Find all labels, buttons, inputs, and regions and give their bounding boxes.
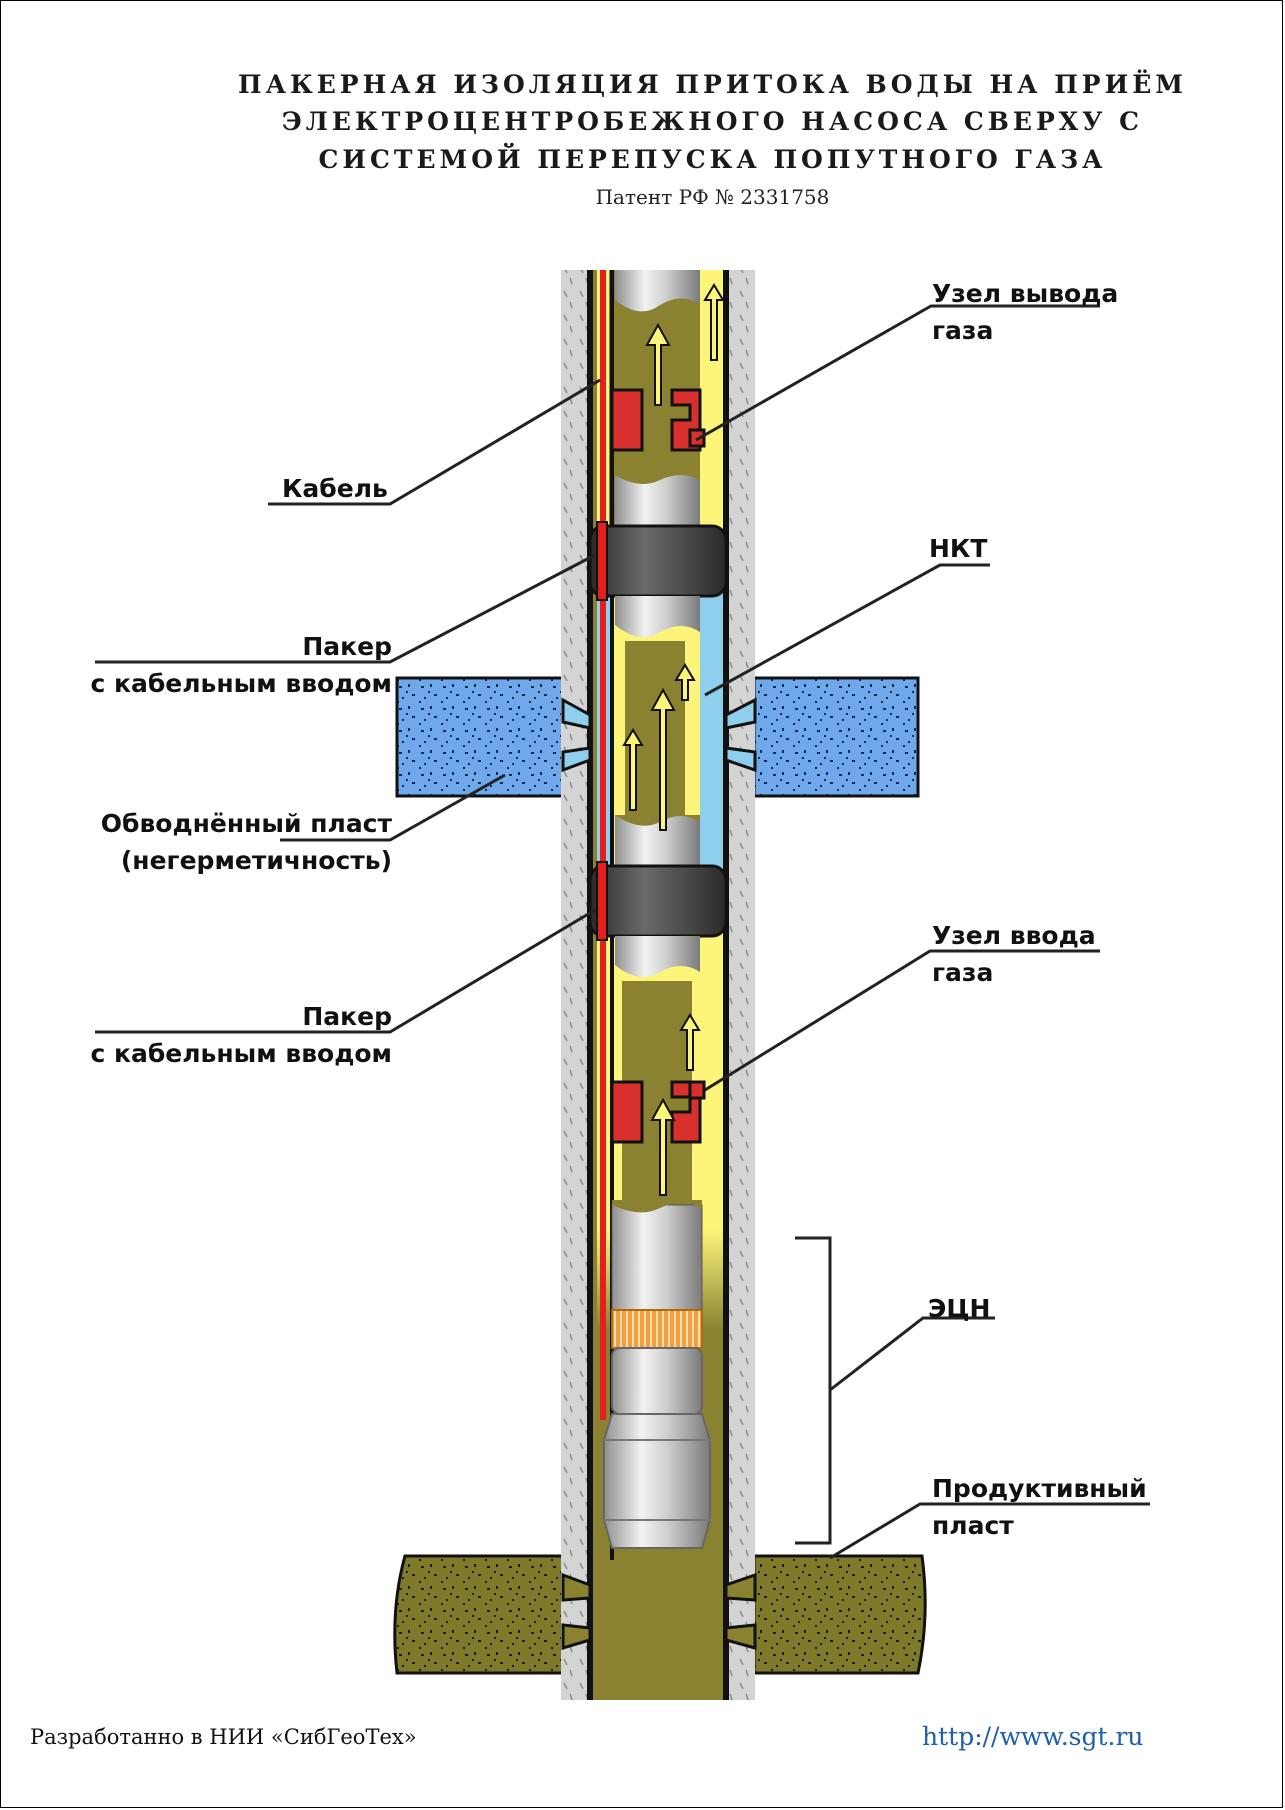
power-cable: [600, 270, 606, 1420]
leader-lines: [95, 304, 1150, 1560]
label-packer-upper: Пакер с кабельным вводом: [90, 628, 392, 702]
label-tubing: НКТ: [929, 534, 988, 563]
esp-pump: [611, 1204, 703, 1316]
productive-layer-left: [393, 1554, 565, 1675]
label-water-layer-line2: (негерметичность): [120, 846, 392, 875]
title-line-1: ПАКЕРНАЯ ИЗОЛЯЦИЯ ПРИТОКА ВОДЫ НА ПРИЁМ: [238, 70, 1187, 99]
water-layer-right: [752, 676, 920, 798]
label-productive-layer: Продуктивный пласт: [932, 1470, 1147, 1544]
gas-outlet-block-left: [610, 388, 644, 452]
esp-motor-top: [611, 1347, 703, 1415]
patent-number: Патент РФ № 2331758: [595, 185, 830, 209]
label-gas-inlet-line1: Узел ввода: [932, 921, 1096, 950]
footer-link[interactable]: http://www.sgt.ru: [922, 1722, 1144, 1751]
label-gas-inlet: Узел ввода газа: [932, 917, 1096, 991]
label-esp: ЭЦН: [928, 1294, 991, 1323]
label-packer-lower-line1: Пакер: [302, 1002, 392, 1031]
gas-inlet-port: [688, 1080, 706, 1100]
label-gas-outlet: Узел вывода газа: [932, 275, 1118, 349]
label-water-layer: Обводнённый пласт (негерметичность): [101, 805, 392, 879]
label-productive-layer-line1: Продуктивный: [932, 1474, 1147, 1503]
label-productive-layer-line2: пласт: [932, 1511, 1014, 1540]
gas-inlet-block-left: [610, 1080, 644, 1144]
label-gas-outlet-line2: газа: [932, 316, 994, 345]
label-cable: Кабель: [282, 474, 388, 503]
cement-right: [729, 270, 755, 1700]
label-packer-upper-line1: Пакер: [302, 632, 392, 661]
packer-upper: [588, 524, 728, 598]
esp-motor: [603, 1413, 711, 1549]
productive-layer-right: [752, 1554, 927, 1675]
label-packer-lower-line2: с кабельным вводом: [90, 1039, 392, 1068]
label-water-layer-line1: Обводнённый пласт: [100, 809, 392, 838]
title-line-3: СИСТЕМОЙ ПЕРЕПУСКА ПОПУТНОГО ГАЗА: [318, 145, 1107, 174]
esp-intake-screen: [611, 1309, 703, 1349]
packer-lower: [588, 864, 728, 938]
footer-developer: Разработанно в НИИ «СибГеоТех»: [30, 1725, 417, 1749]
label-packer-upper-line2: с кабельным вводом: [90, 669, 392, 698]
label-gas-inlet-line2: газа: [932, 958, 994, 987]
cement-left: [561, 270, 587, 1700]
title-line-2: ЭЛЕКТРОЦЕНТРОБЕЖНОГО НАСОСА СВЕРХУ С: [281, 107, 1144, 136]
label-gas-outlet-line1: Узел вывода: [932, 279, 1119, 308]
flow-arrows: [622, 283, 725, 1196]
label-packer-lower: Пакер с кабельным вводом: [90, 998, 392, 1072]
water-layer-left: [395, 676, 565, 798]
